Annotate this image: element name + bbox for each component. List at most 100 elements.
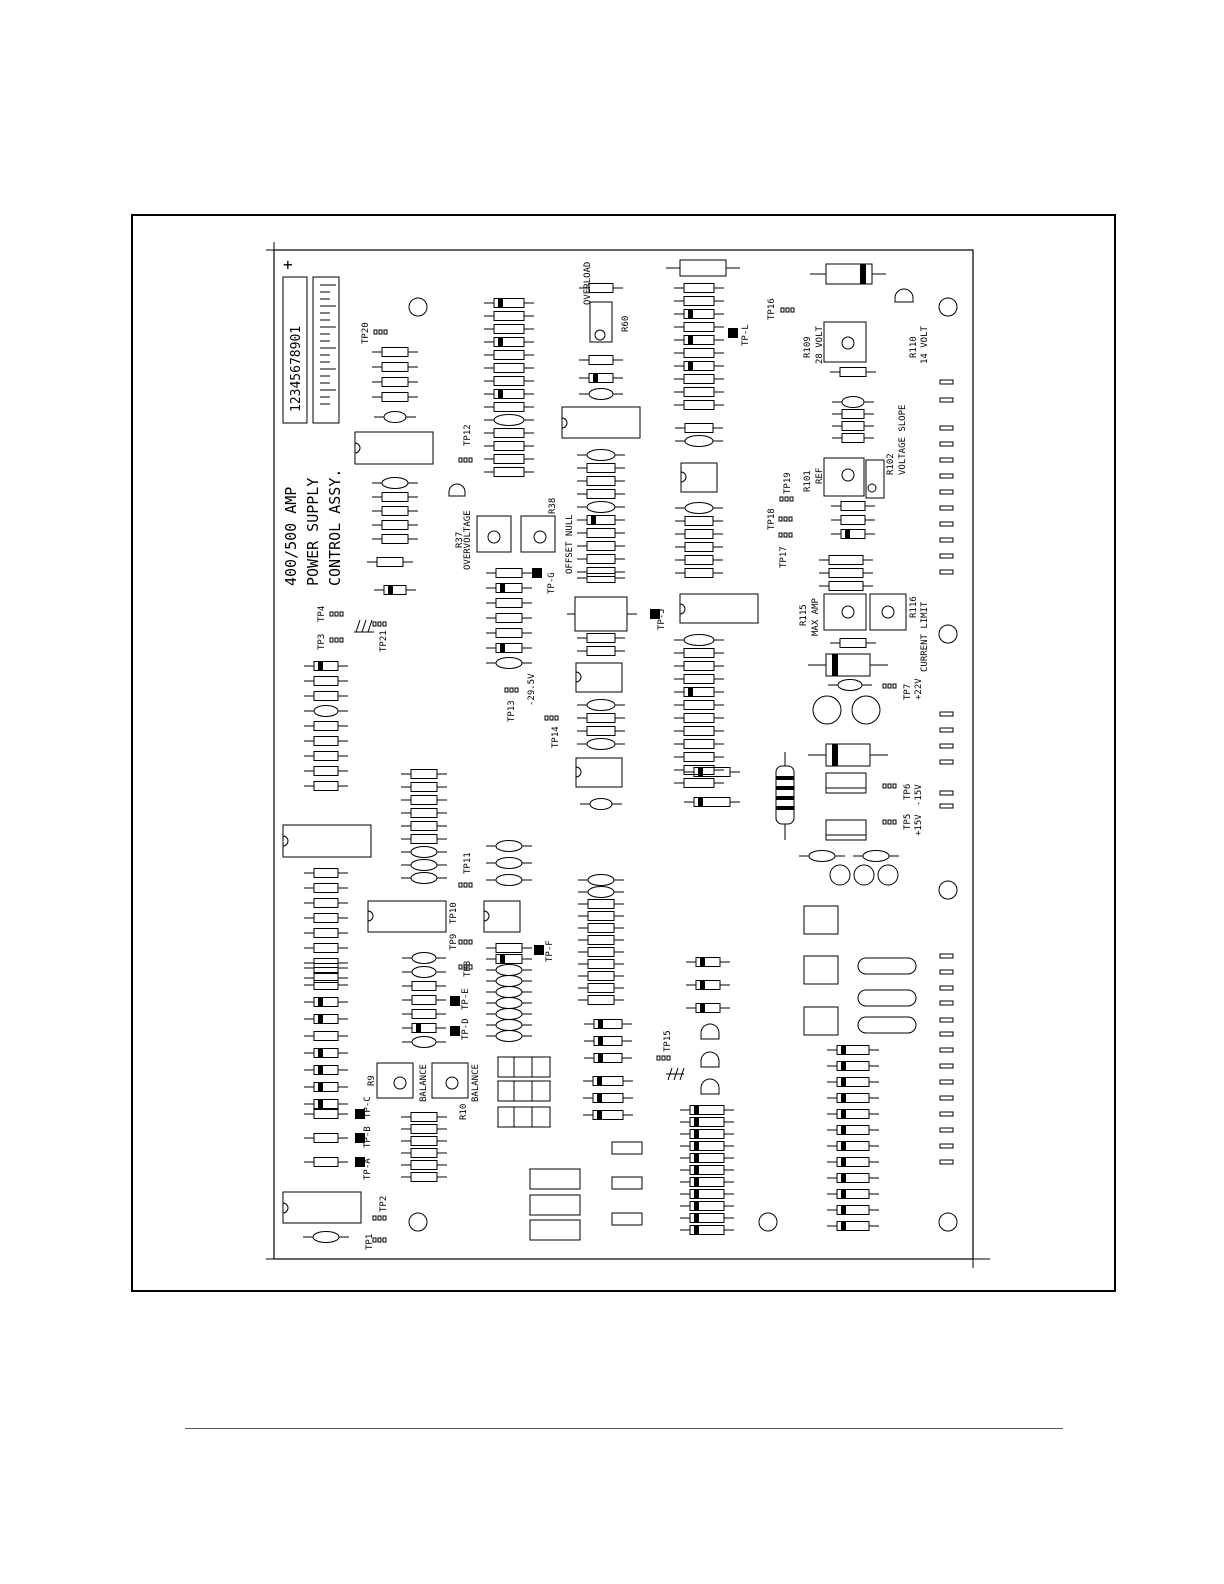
tp16-label: TP16 xyxy=(767,298,777,320)
resistor xyxy=(587,959,615,969)
resistor xyxy=(313,751,339,761)
resistor xyxy=(684,423,714,433)
tp11-label: TP11 xyxy=(463,852,473,874)
test-point-pin xyxy=(372,621,377,627)
diode-band xyxy=(500,954,505,964)
resistor xyxy=(689,1213,725,1223)
resistor xyxy=(410,821,438,831)
test-point-pin xyxy=(339,637,344,643)
title-line-1: 400/500 AMP xyxy=(282,487,300,586)
capacitor xyxy=(410,846,438,858)
test-point-pin xyxy=(377,1237,382,1243)
r109-label: 28 VOLT xyxy=(815,325,825,364)
resistor xyxy=(586,713,616,723)
diode-band xyxy=(841,1093,846,1103)
diode-band xyxy=(841,1157,846,1167)
resistor-band xyxy=(776,776,794,780)
serial-number: 12345678901 xyxy=(289,326,304,412)
capacitor xyxy=(495,840,523,852)
test-point-pin xyxy=(463,882,468,888)
diode-band xyxy=(860,264,866,284)
resistor xyxy=(588,373,614,383)
resistor xyxy=(313,1133,339,1143)
mounting-hole xyxy=(938,880,958,900)
resistor xyxy=(586,554,616,564)
capacitor xyxy=(495,857,523,869)
resistor xyxy=(493,428,525,438)
edge-connector-pin xyxy=(939,489,954,495)
test-point-pin xyxy=(458,964,463,970)
resistor xyxy=(586,528,616,538)
tpf-label: TP-F xyxy=(545,940,555,962)
resistor xyxy=(313,913,339,923)
capacitor xyxy=(312,1231,340,1243)
capacitor xyxy=(313,705,339,717)
diode-band xyxy=(318,1048,323,1058)
edge-connector-pin xyxy=(939,1047,954,1053)
resistor xyxy=(695,1003,721,1013)
resistor xyxy=(313,1157,339,1167)
test-point-pad xyxy=(450,1026,460,1036)
diode-band xyxy=(694,1201,699,1211)
tp13-voltage: -29.5V xyxy=(527,673,537,706)
tpc-label: TP-C xyxy=(363,1096,373,1118)
resistor xyxy=(587,935,615,945)
resistor xyxy=(683,387,715,397)
capacitor xyxy=(383,411,407,423)
resistor xyxy=(586,463,616,473)
resistor xyxy=(587,971,615,981)
resistor xyxy=(828,581,864,591)
resistor xyxy=(693,797,731,807)
test-point-pin xyxy=(514,687,519,693)
relay xyxy=(574,596,628,632)
test-point-pin xyxy=(666,1055,671,1061)
diode-band xyxy=(694,1153,699,1163)
ground-symbol xyxy=(666,1067,685,1081)
ic-dip xyxy=(679,593,759,624)
resistor xyxy=(683,283,715,293)
resistor xyxy=(313,721,339,731)
capacitor xyxy=(495,975,523,987)
bridge-rectifier xyxy=(803,955,839,985)
footer-rule xyxy=(185,1428,1063,1429)
r9-label: BALANCE xyxy=(419,1064,429,1102)
resistor xyxy=(495,613,523,623)
edge-connector-pin xyxy=(939,521,954,527)
test-point-pin xyxy=(892,819,897,825)
edge-connector-pin xyxy=(939,790,954,796)
test-point-pad xyxy=(650,609,660,619)
ic-dip xyxy=(483,900,521,933)
capacitor xyxy=(588,388,614,400)
capacitor xyxy=(684,435,714,447)
test-point-pad xyxy=(355,1157,365,1167)
title-line-3: CONTROL ASSY. xyxy=(326,469,344,586)
mounting-hole xyxy=(938,297,958,317)
resistor xyxy=(839,367,867,377)
jumper-pad xyxy=(611,1141,643,1155)
test-point-pin xyxy=(329,611,334,617)
resistor xyxy=(493,402,525,412)
resistor xyxy=(381,377,409,387)
edge-connector-pin xyxy=(939,1095,954,1101)
resistor xyxy=(683,726,715,736)
resistor xyxy=(689,1129,725,1139)
capacitor-block xyxy=(497,1080,551,1102)
resistor-band xyxy=(776,796,794,800)
resistor xyxy=(410,1112,438,1122)
test-point-pad xyxy=(355,1109,365,1119)
tp14-label: TP14 xyxy=(551,726,561,748)
r116-label: CURRENT LIMIT xyxy=(920,601,930,672)
resistor xyxy=(695,957,721,967)
tp20-label: TP20 xyxy=(361,322,371,344)
resistor xyxy=(495,943,523,953)
test-point-pin xyxy=(378,329,383,335)
edge-connector-pin xyxy=(939,1111,954,1117)
resistor xyxy=(587,995,615,1005)
diode-band xyxy=(500,643,505,653)
tp13-label: TP13 xyxy=(507,700,517,722)
diode-band xyxy=(841,1205,846,1215)
mounting-hole xyxy=(938,624,958,644)
capacitor-block xyxy=(497,1056,551,1078)
diode-band xyxy=(318,1065,323,1075)
test-point-pin xyxy=(554,715,559,721)
